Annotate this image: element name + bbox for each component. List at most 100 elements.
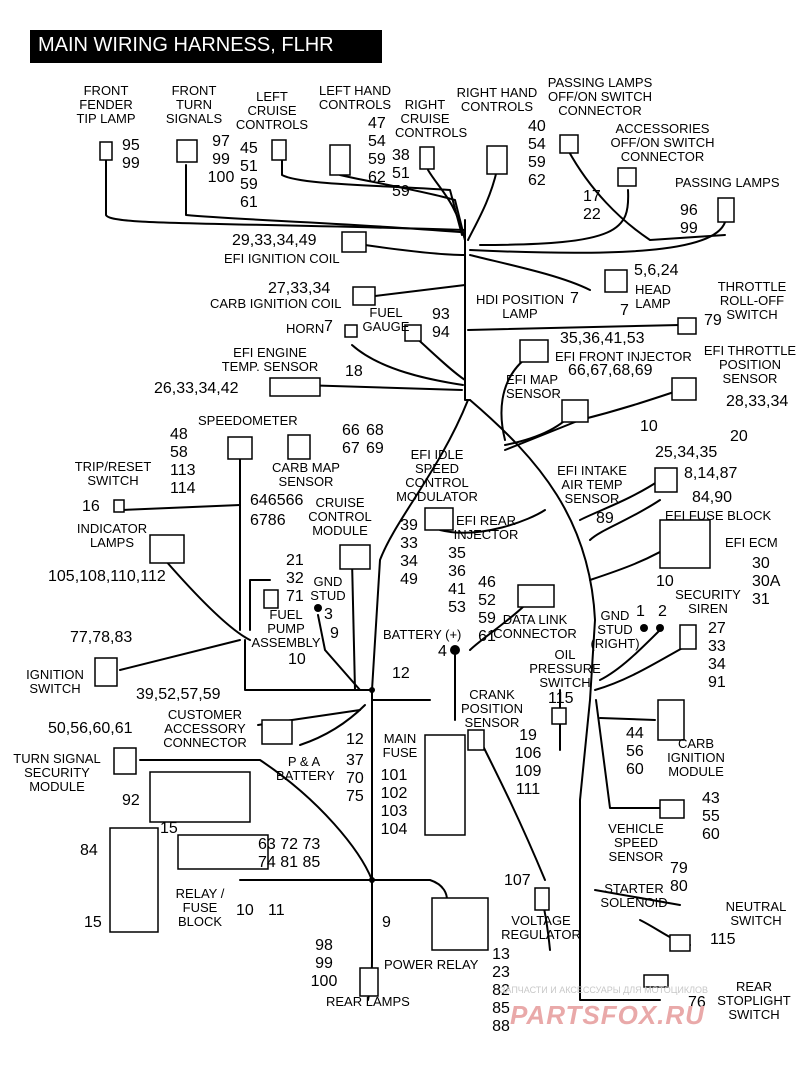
stoplight-connector	[643, 974, 669, 988]
passing-switch-connector	[559, 134, 579, 154]
label-fuel-gauge: FUEL GAUGE	[362, 305, 410, 334]
watermark-text: ЗАПЧАСТИ И АКСЕССУАРЫ ДЛЯ МОТОЦИКЛОВ	[500, 985, 709, 995]
label-passing-lamps: PASSING LAMPS	[675, 175, 780, 190]
right-cruise-connector	[419, 146, 435, 170]
label-efi-idle-speed-control: EFI IDLE SPEED CONTROL MODULATOR	[396, 447, 478, 504]
right-trunk-wire	[469, 399, 661, 1001]
relay-strip-body	[177, 834, 269, 870]
efi-fuse-wire	[589, 499, 661, 541]
label-carb-ignition-module: CARB IGNITION MODULE	[667, 736, 725, 779]
carb-ign-module-body	[657, 699, 685, 741]
label-left-hand-controls: LEFT HAND CONTROLS	[318, 83, 392, 112]
power-relay-body	[431, 897, 489, 951]
neutral-connector	[669, 934, 691, 952]
throttle-rolloff-wire	[467, 324, 681, 331]
label-gnd-stud-right: GND STUD (RIGHT)	[590, 608, 640, 651]
carb-coil-wire	[374, 284, 466, 297]
ref-38-59: 38 51 59	[392, 147, 410, 200]
label-gnd-stud: GND STUD	[310, 574, 346, 603]
label-ignition-switch: IGNITION SWITCH	[26, 667, 84, 696]
ref-44-60: 44 56 60	[626, 725, 644, 778]
oil-pressure-body	[551, 707, 567, 725]
tip-lamp-wire	[105, 159, 466, 231]
ref-26-42: 26,33,34,42	[154, 380, 239, 397]
ref-66-69: 66,67,68,69	[568, 362, 653, 379]
intake-temp-connector	[654, 467, 678, 493]
ref-7-head: 7	[620, 302, 629, 319]
ref-10-ecm: 10	[656, 573, 674, 590]
label-efi-ignition-coil: EFI IGNITION COIL	[224, 251, 340, 266]
passing-switch-wire	[567, 149, 726, 241]
ref-12-b: 12	[346, 731, 364, 748]
indicator-wire	[164, 559, 251, 641]
left-hand-wire	[339, 174, 466, 241]
label-hdi-position-lamp: HDI POSITION LAMP	[475, 292, 565, 321]
ignition-switch-body	[94, 657, 118, 687]
label-vehicle-speed-sensor: VEHICLE SPEED SENSOR	[608, 821, 664, 864]
label-data-link-connector: DATA LINK CONNECTOR	[493, 612, 577, 641]
label-right-cruise-controls: RIGHT CRUISE CONTROLS	[395, 97, 468, 140]
ref-47-62: 47 54 59 62	[368, 115, 386, 186]
ref-16: 16	[82, 498, 100, 515]
label-security-siren: SECURITY SIREN	[675, 587, 741, 616]
label-efi-intake-air-temp-sensor: EFI INTAKE AIR TEMP SENSOR	[557, 463, 627, 506]
ref-4: 4	[438, 643, 447, 660]
ref-92: 92	[122, 792, 140, 809]
ref-8-87: 8,14,87	[684, 465, 738, 482]
ref-10-tps: 10	[640, 418, 658, 435]
label-passing-lamps-switch: PASSING LAMPS OFF/ON SWITCH CONNECTOR	[547, 75, 653, 118]
ref-84-90: 84,90	[692, 489, 733, 506]
ref-48-114: 48 58 113 114	[170, 426, 196, 497]
ecm-body	[659, 519, 711, 569]
ref-7-horn: 7	[324, 318, 333, 335]
ref-39-49: 39 33 34 49	[400, 517, 418, 588]
gnd-stud-right-2	[656, 624, 664, 632]
ref-40-62: 40 54 59 62	[528, 118, 546, 189]
ref-66-67: 66	[342, 422, 360, 439]
fuel-pump-connector	[263, 589, 279, 609]
label-head-lamp: HEAD LAMP	[634, 282, 672, 311]
ref-10-relay: 10	[236, 902, 254, 919]
ref-9-rear: 9	[382, 914, 391, 931]
data-link-wire	[469, 604, 526, 651]
speedometer-connector	[227, 436, 253, 460]
ref-68-69: 68 69	[366, 422, 384, 457]
left-cruise-connector	[271, 139, 287, 161]
label-power-relay: POWER RELAY	[384, 957, 479, 972]
ref-97-100: 97 99 100	[207, 133, 235, 186]
siren-connector	[679, 624, 697, 650]
ref-29-49: 29,33,34,49	[232, 232, 317, 249]
ref-107: 107	[504, 872, 531, 889]
left-loop-wire	[244, 639, 373, 691]
label-crank-position-sensor: CRANK POSITION SENSOR	[460, 687, 524, 730]
label-front-fender-tip-lamp: FRONT FENDER TIP LAMP	[76, 83, 136, 126]
ref-35-61: 35 36 41 53	[448, 545, 466, 616]
fuel-pump-wire	[249, 579, 271, 631]
label-indicator-lamps: INDICATOR LAMPS	[76, 521, 148, 550]
passing-lamps-connector	[717, 197, 735, 223]
ref-79: 79	[704, 312, 722, 329]
label-oil-pressure-switch: OIL PRESSURE SWITCH	[529, 647, 601, 690]
tssm-body	[113, 747, 137, 775]
starter-wire	[594, 889, 681, 906]
ref-25-35: 25,34,35	[655, 444, 718, 461]
relay-block-wire	[239, 879, 448, 901]
ref-95-99: 95 99	[122, 137, 140, 172]
label-efi-throttle-position-sensor: EFI THROTTLE POSITION SENSOR	[703, 343, 797, 386]
ref-19-111: 19 106 109 111	[514, 727, 542, 798]
label-left-cruise-controls: LEFT CRUISE CONTROLS	[235, 89, 309, 132]
customer-acc-connector	[261, 719, 293, 745]
temp-sensor-body	[269, 377, 321, 397]
ref-46-61: 46 52 59 61	[478, 574, 496, 645]
tip-lamp-connector	[99, 141, 113, 161]
ref-28-34: 28,33,34	[726, 393, 789, 410]
label-customer-accessory-connector: CUSTOMER ACCESSORY CONNECTOR	[163, 707, 247, 750]
carb-ign-module-wire	[599, 717, 656, 721]
fuel-gauge-connector	[404, 324, 422, 342]
ignition-coil-wire	[364, 244, 466, 256]
ref-93-94: 93 94	[432, 306, 450, 341]
carb-map-connector	[287, 434, 311, 460]
carb-coil-connector	[352, 286, 376, 306]
gnd-stud-wire	[317, 614, 361, 691]
